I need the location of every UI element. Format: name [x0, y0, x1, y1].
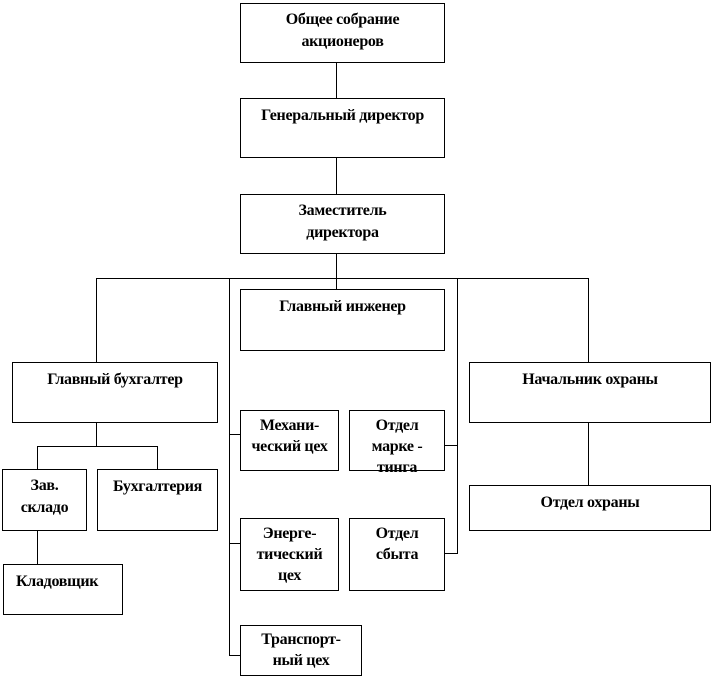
connector: [444, 445, 457, 446]
connector: [96, 278, 97, 362]
node-transport-shop: Транспорт- ный цех: [240, 625, 362, 676]
node-sales-dept: Отдел сбыта: [349, 518, 445, 591]
node-security-dept: Отдел охраны: [469, 485, 711, 531]
node-general-director: Генеральный директор: [240, 98, 445, 158]
connector: [588, 278, 589, 362]
node-energy-shop: Энерге- тический цех: [240, 518, 339, 591]
connector: [229, 434, 240, 435]
connector: [229, 655, 240, 656]
node-chief-accountant: Главный бухгалтер: [12, 362, 218, 423]
node-security-head: Начальник охраны: [469, 362, 711, 423]
node-mechanical-shop: Механи- ческий цех: [240, 410, 339, 471]
connector: [96, 422, 97, 446]
node-storekeeper: Кладовщик: [3, 564, 123, 615]
node-shareholders: Общее собрание акционеров: [240, 3, 445, 63]
connector: [229, 278, 230, 655]
connector: [336, 157, 337, 194]
node-deputy-director: Заместитель директора: [240, 194, 445, 254]
connector: [37, 446, 158, 447]
connector: [457, 278, 458, 554]
connector: [96, 278, 589, 279]
node-accounting: Бухгалтерия: [97, 469, 218, 531]
connector: [37, 530, 38, 564]
connector: [229, 543, 240, 544]
connector: [444, 553, 457, 554]
connector: [336, 253, 337, 289]
connector: [157, 446, 158, 469]
connector: [37, 446, 38, 469]
connector: [588, 422, 589, 485]
connector: [336, 62, 337, 98]
node-marketing-dept: Отдел марке - тинга: [349, 410, 445, 476]
node-chief-engineer: Главный инженер: [240, 289, 445, 351]
node-warehouse-head: Зав. складо: [2, 469, 87, 531]
